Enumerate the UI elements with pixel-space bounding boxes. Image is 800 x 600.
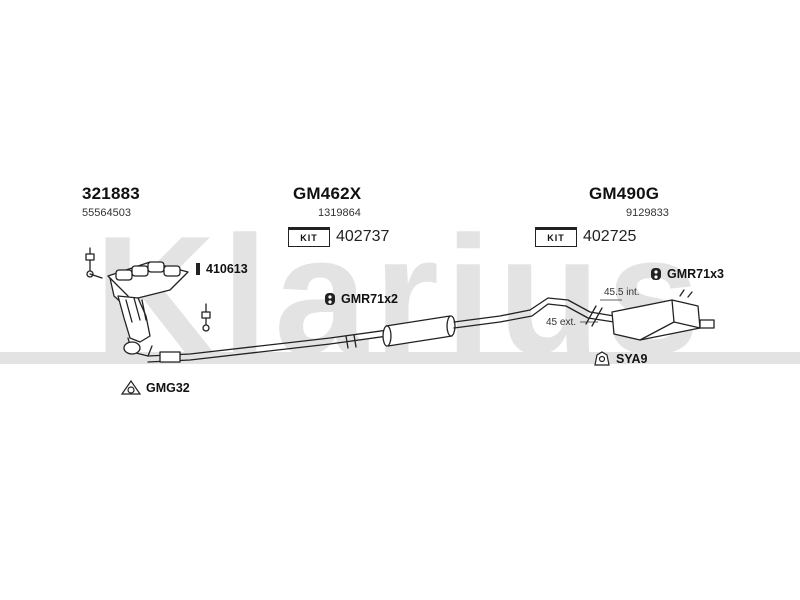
fitting-gmg32: GMG32	[121, 380, 190, 396]
bolt-icon	[85, 247, 211, 332]
fitting-410613: 410613	[195, 262, 248, 276]
part-number-rear: GM490G	[589, 184, 660, 203]
bolt-icon	[196, 263, 200, 275]
kit-box-icon: KIT	[535, 227, 577, 247]
front-pipe	[147, 329, 389, 363]
rubber-mount-icon	[651, 268, 661, 280]
note-45-5-int: 45.5 int.	[604, 287, 640, 298]
kit-number-middle: 402737	[336, 228, 390, 245]
manifold-icon	[107, 261, 189, 357]
gasket-icon	[121, 380, 141, 395]
fitting-label: 410613	[206, 262, 248, 276]
fitting-label: GMG32	[146, 381, 190, 395]
kit-middle: KIT 402737	[288, 227, 389, 247]
intermediate-pipe	[453, 297, 615, 329]
fitting-gmr71x3: GMR71x3	[650, 267, 724, 281]
bracket-icon	[594, 351, 610, 366]
sub-number-rear: 9129833	[626, 207, 669, 219]
part-number-manifold: 321883	[82, 184, 140, 203]
fitting-label: GMR71x2	[341, 292, 398, 306]
fitting-label: GMR71x3	[667, 267, 724, 281]
part-number-middle: GM462X	[293, 184, 362, 203]
rubber-mount-icon	[325, 293, 335, 305]
kit-number-rear: 402725	[583, 228, 637, 245]
rear-silencer	[611, 289, 715, 341]
kit-box-icon: KIT	[288, 227, 330, 247]
note-45-ext: 45 ext.	[546, 317, 577, 328]
fitting-gmr71x2: GMR71x2	[324, 292, 398, 306]
fitting-sya9: SYA9	[593, 351, 648, 367]
dimension-lines	[580, 299, 622, 323]
fitting-label: SYA9	[616, 352, 648, 366]
kit-rear: KIT 402725	[535, 227, 636, 247]
middle-silencer	[382, 315, 456, 347]
sub-number-manifold: 55564503	[82, 207, 131, 219]
sub-number-middle: 1319864	[318, 207, 361, 219]
